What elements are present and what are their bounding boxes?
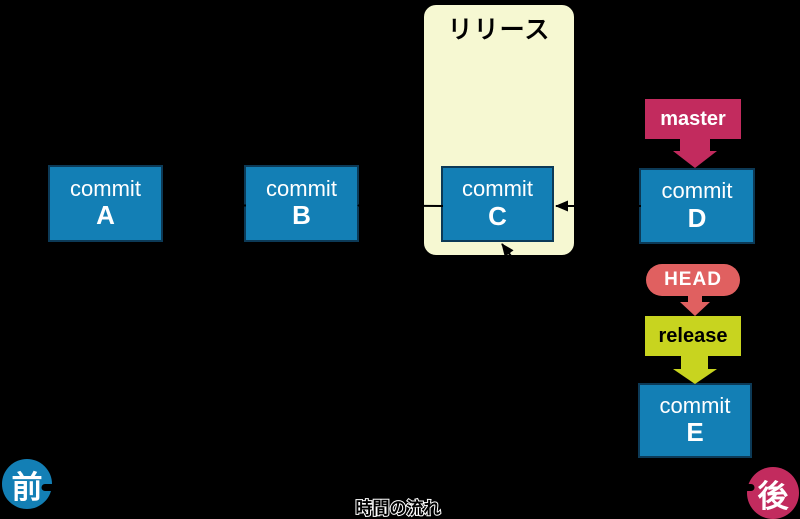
commit-e-prefix: commit: [659, 392, 731, 418]
arrow-e-to-c-icon: [501, 243, 638, 425]
head-badge: HEAD: [646, 264, 740, 296]
master-arrow-down-icon: [680, 138, 710, 151]
commit-a-prefix: commit: [70, 175, 141, 201]
master-badge: master: [645, 99, 741, 139]
head-badge-label: HEAD: [664, 269, 722, 290]
commit-d-box: commit D: [639, 168, 755, 244]
head-arrowhead-icon: [680, 302, 710, 316]
timeline-axis-label: 時間の流れ: [355, 498, 442, 519]
master-arrowhead-icon: [673, 151, 717, 168]
commit-d-letter: D: [687, 202, 707, 233]
release-arrowhead-icon: [673, 369, 717, 384]
commit-b-letter: B: [292, 200, 311, 231]
timeline-before-circle: 前: [2, 459, 52, 509]
arrow-b-to-a-icon: [163, 199, 247, 211]
release-badge-label: release: [658, 324, 728, 347]
commit-c-box: commit C: [441, 166, 554, 242]
timeline-after-circle: 後: [747, 467, 799, 519]
commit-c-prefix: commit: [462, 176, 533, 202]
commit-b-prefix: commit: [266, 175, 337, 201]
commit-a-letter: A: [96, 200, 115, 231]
head-arrow-down-icon: [688, 295, 702, 302]
commit-b-box: commit B: [244, 165, 359, 242]
commit-e-letter: E: [686, 417, 704, 448]
commit-d-prefix: commit: [661, 178, 733, 204]
master-badge-label: master: [660, 107, 726, 130]
timeline-before-label: 前: [11, 469, 43, 505]
release-group-title: リリース: [447, 16, 551, 44]
release-arrow-down-icon: [681, 355, 708, 369]
commit-e-box: commit E: [638, 383, 752, 458]
timeline-after-label: 後: [757, 478, 789, 514]
release-badge: release: [645, 316, 741, 356]
commit-c-letter: C: [488, 200, 507, 231]
commit-a-box: commit A: [48, 165, 163, 242]
